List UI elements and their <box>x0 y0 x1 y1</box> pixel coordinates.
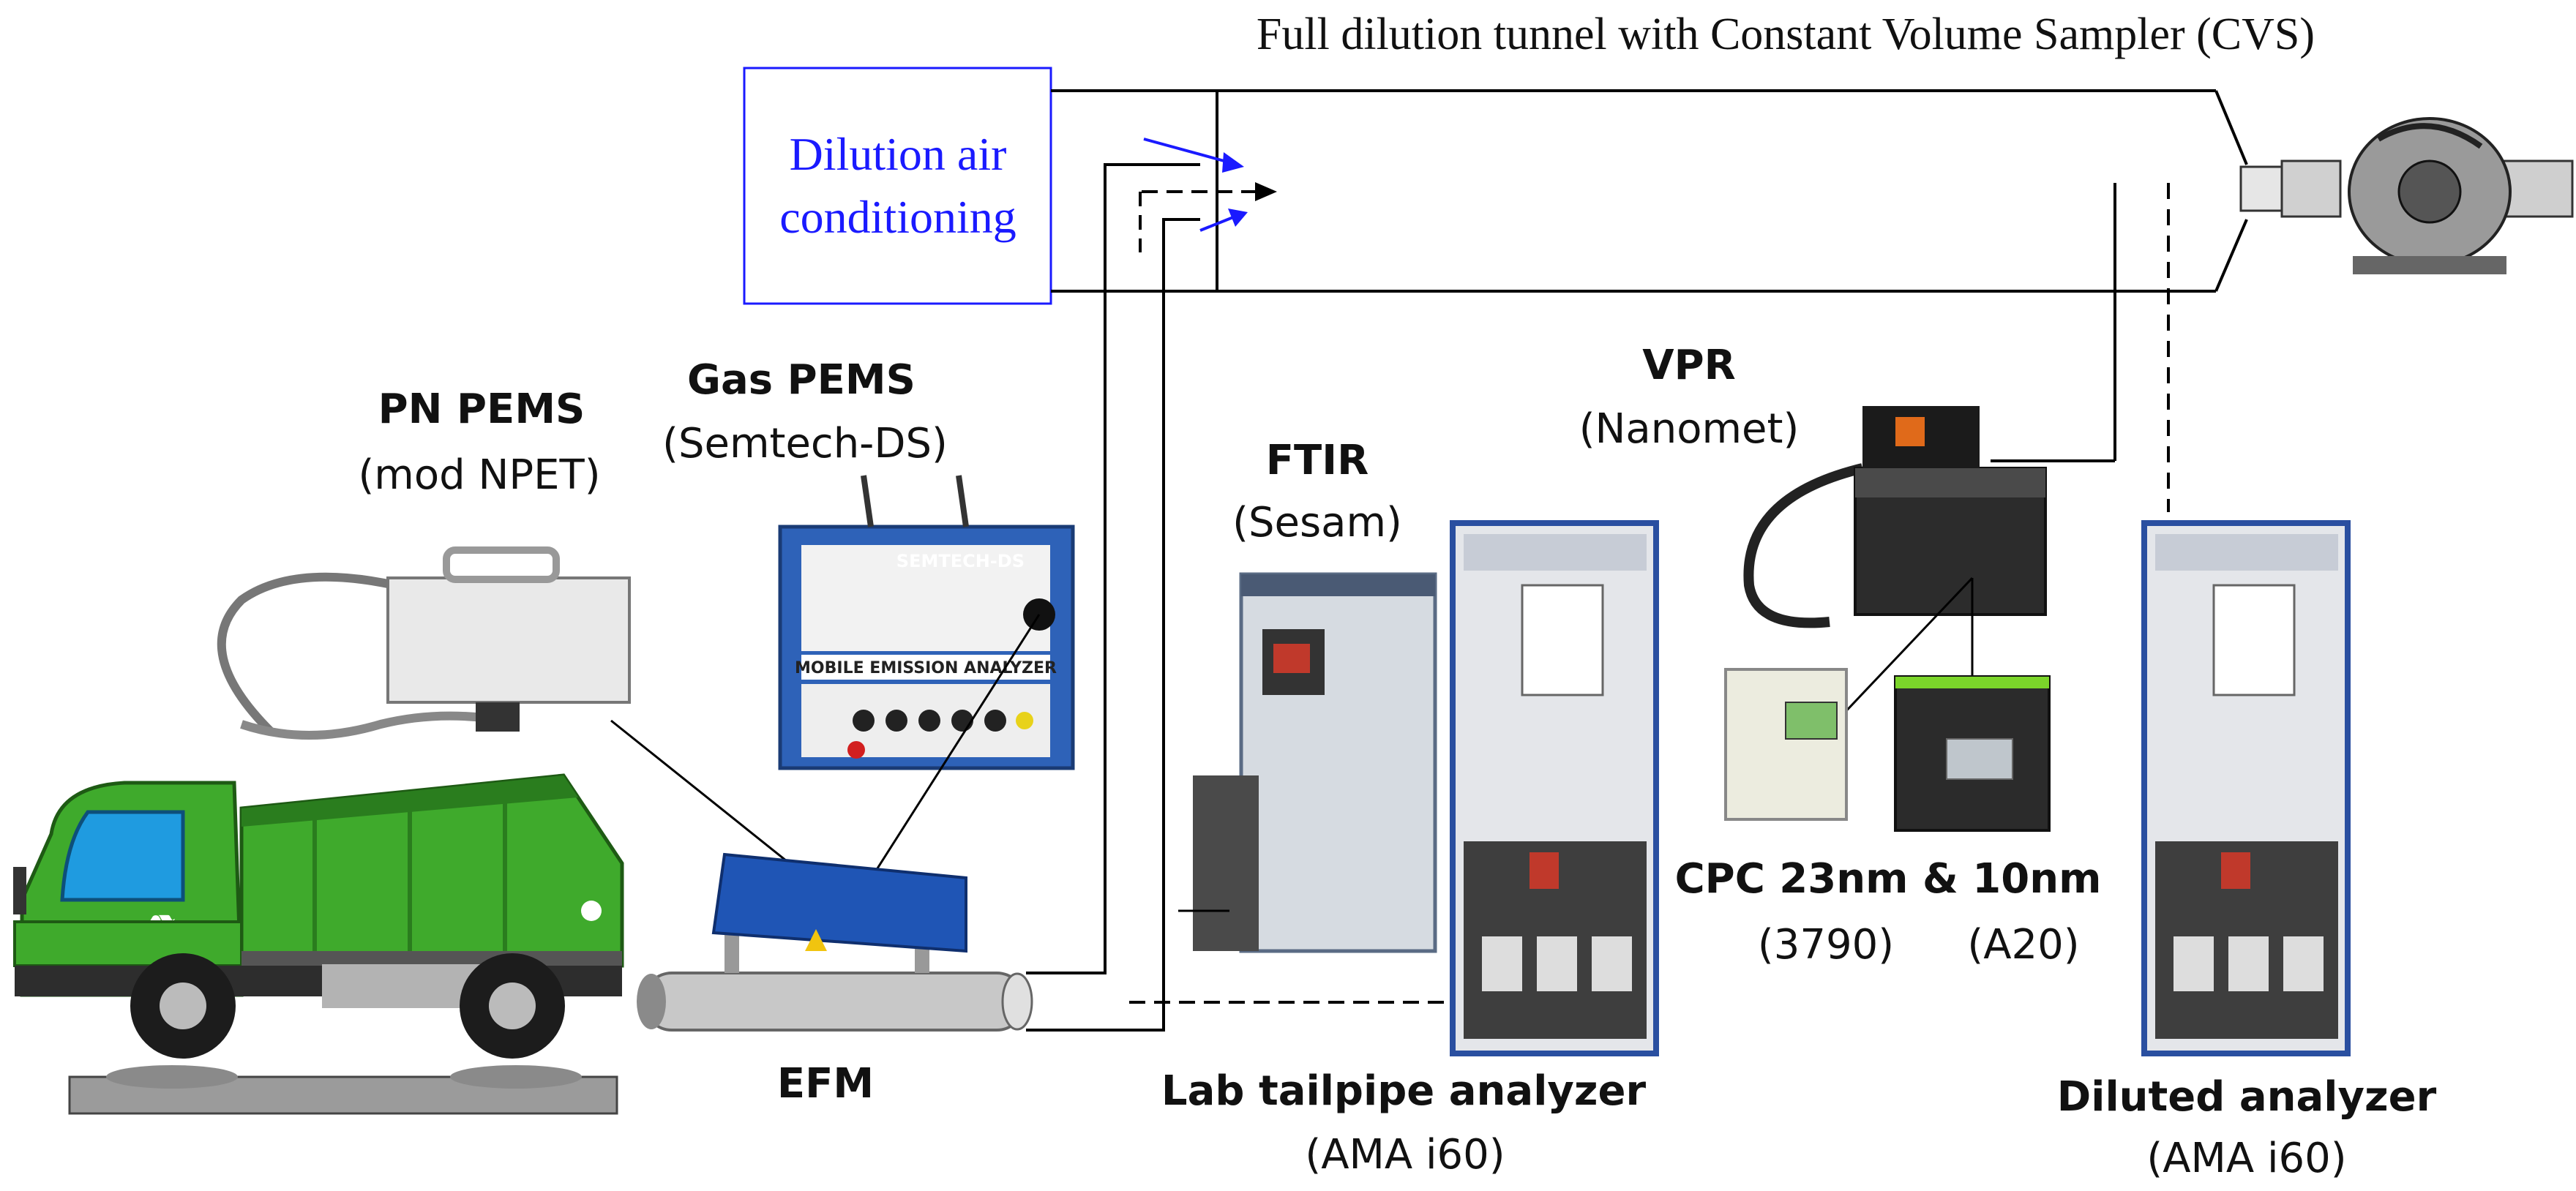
cvs-blower-icon <box>2239 117 2574 274</box>
flow-arrows <box>1142 138 1277 232</box>
pn-pems-name: PN PEMS <box>378 386 585 433</box>
garbage-truck-icon: ♻ <box>13 773 624 1115</box>
cpc-sub-a20: (A20) <box>1967 921 2079 969</box>
diluted-analyzer-cabinet-icon <box>2141 520 2351 1056</box>
dilution-box-line1: Dilution air <box>790 128 1007 180</box>
dilution-tunnel <box>1051 89 2248 512</box>
vpr-name: VPR <box>1642 342 1736 389</box>
analyzer-cabinet-icon <box>1450 520 1659 1056</box>
cpc-sub-3790: (3790) <box>1758 921 1894 969</box>
cpc-name: CPC 23nm & 10nm <box>1675 855 2102 903</box>
dilution-air-box: Dilution air conditioning <box>743 67 1052 305</box>
gas-pems-name: Gas PEMS <box>687 356 916 404</box>
dilution-box-line2: conditioning <box>779 191 1016 243</box>
gas-pems-device: SEMTECH-DS MOBILE EMISSION ANALYZER <box>778 475 1075 912</box>
vpr-device <box>1743 406 2047 718</box>
pn-pems-sub: (mod NPET) <box>358 451 600 499</box>
vpr-sub: (Nanomet) <box>1579 405 1800 453</box>
ftir-device <box>1178 572 1437 953</box>
gas-pems-caption: MOBILE EMISSION ANALYZER <box>795 659 1057 677</box>
ftir-sub: (Sesam) <box>1232 499 1402 546</box>
efm-name: EFM <box>777 1060 874 1108</box>
cpc-devices <box>1724 668 2051 832</box>
lab-analyzer-sub: (AMA i60) <box>1305 1131 1505 1179</box>
diluted-analyzer-name: Diluted analyzer <box>2057 1073 2437 1121</box>
diluted-analyzer-sub: (AMA i60) <box>2146 1135 2346 1182</box>
efm-device <box>637 852 1033 1032</box>
gas-pems-brand: SEMTECH-DS <box>896 551 1025 571</box>
pn-pems-device <box>217 546 850 912</box>
ftir-name: FTIR <box>1266 437 1368 484</box>
diagram-title: Full dilution tunnel with Constant Volum… <box>1257 10 2315 59</box>
transfer-lines <box>1026 163 1449 1032</box>
lab-analyzer-name: Lab tailpipe analyzer <box>1161 1067 1647 1115</box>
gas-pems-sub: (Semtech-DS) <box>662 420 948 467</box>
